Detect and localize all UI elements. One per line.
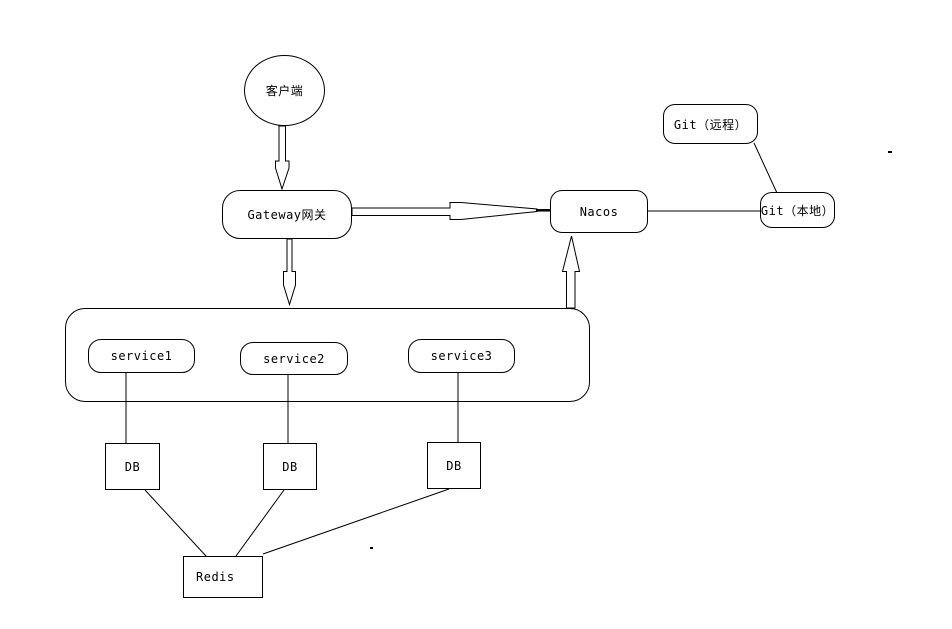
- node-git-remote-label: Git（远程）: [673, 117, 748, 132]
- edge-services-nacos-arrow: [561, 235, 581, 309]
- node-service2: service2: [240, 342, 348, 375]
- node-nacos-label: Nacos: [579, 204, 619, 219]
- edge-gateway-nacos-arrow: [351, 202, 538, 220]
- node-db2-label: DB: [282, 459, 298, 474]
- edge-db3-redis: [262, 488, 450, 555]
- node-redis-label: Redis: [196, 570, 235, 584]
- node-service1-label: service1: [110, 349, 173, 363]
- node-db3-label: DB: [446, 458, 462, 473]
- node-git-local: Git（本地）: [760, 192, 835, 228]
- stray-mark-top-right: [888, 151, 892, 153]
- node-db3: DB: [427, 442, 481, 489]
- stray-mark-center: [370, 547, 373, 549]
- node-service3: service3: [408, 339, 515, 373]
- node-service2-label: service2: [263, 351, 325, 366]
- node-db1: DB: [105, 443, 160, 490]
- node-git-local-label: Git（本地）: [760, 203, 835, 218]
- edge-db1-redis: [144, 489, 207, 557]
- node-service3-label: service3: [430, 349, 493, 363]
- node-git-remote: Git（远程）: [663, 104, 758, 144]
- edge-gateway-services-arrow: [283, 238, 296, 307]
- edge-client-gateway-arrow: [275, 125, 290, 191]
- node-client-label: 客户端: [265, 84, 304, 98]
- node-db2: DB: [263, 443, 317, 490]
- node-nacos: Nacos: [550, 190, 648, 233]
- node-redis: Redis: [183, 556, 263, 598]
- node-gateway: Gateway网关: [222, 190, 352, 239]
- edge-db2-redis: [235, 489, 285, 557]
- node-client: 客户端: [244, 55, 325, 126]
- node-db1-label: DB: [124, 459, 141, 474]
- node-gateway-label: Gateway网关: [247, 208, 327, 222]
- edge-gitremote-gitlocal: [753, 142, 778, 194]
- node-service1: service1: [88, 339, 195, 373]
